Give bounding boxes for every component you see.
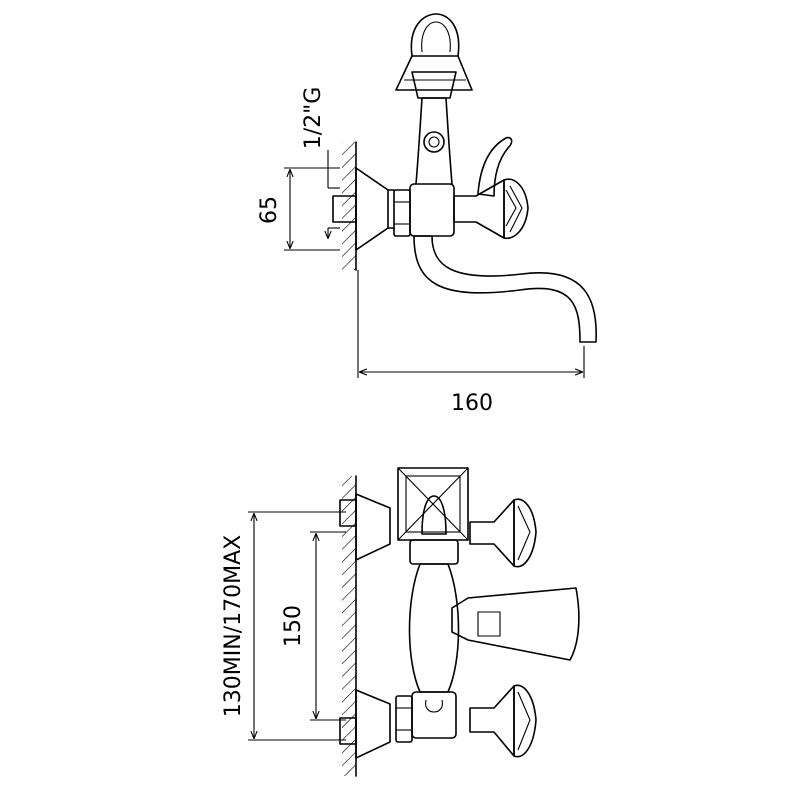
dim-label-range: 130MIN/170MAX: [221, 535, 246, 717]
diverter-column: [395, 13, 473, 185]
upper-inlet-assembly: [339, 493, 537, 568]
dim-inlet-thread: 1/2"G: [301, 87, 340, 238]
diverter-cap: [397, 467, 469, 541]
valve-body-side: [387, 183, 455, 237]
cold-handle-side: [453, 178, 529, 239]
dim-centre-distance: 150: [281, 531, 346, 721]
inlet-connector: [332, 167, 389, 251]
lower-inlet-assembly: [339, 684, 537, 759]
bath-spout-front: [451, 587, 580, 661]
dim-label-65: 65: [257, 196, 282, 224]
side-view: 160 65 1/2"G: [257, 13, 597, 416]
dim-label-thread: 1/2"G: [301, 87, 326, 150]
front-view: 150 130MIN/170MAX: [221, 467, 580, 777]
wall-section-front: [342, 475, 357, 777]
dim-inlet-height: 65: [257, 167, 340, 251]
diverter-lever: [477, 136, 513, 197]
valve-body-front: [408, 539, 460, 739]
dim-label-150: 150: [281, 605, 306, 647]
dim-centre-range: 130MIN/170MAX: [221, 511, 346, 741]
bath-spout: [413, 235, 597, 343]
wall-section-side: [342, 141, 357, 271]
dim-label-160: 160: [451, 391, 493, 416]
dim-spout-projection: 160: [357, 270, 585, 416]
